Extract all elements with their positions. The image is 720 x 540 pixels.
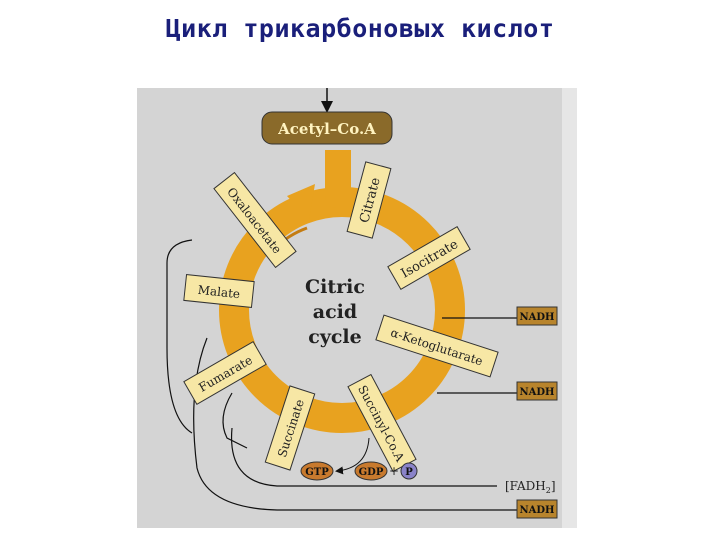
svg-text:GTP: GTP (305, 467, 329, 478)
page-edge (562, 88, 577, 528)
nadh-badge-1: NADH (516, 306, 558, 326)
center-label-line2: acid (313, 301, 357, 323)
nadh-line-3 (193, 337, 517, 511)
acetyl-input-lane (325, 150, 351, 208)
nadh-badge-2: NADH (516, 381, 558, 401)
svg-text:NADH: NADH (519, 387, 554, 398)
malate-label: Malate (197, 283, 241, 301)
gtp-badge: GTP (300, 461, 334, 481)
svg-text:GDP: GDP (359, 467, 384, 478)
svg-text:P: P (405, 467, 413, 478)
center-label-line3: cycle (308, 326, 361, 348)
acetyl-coa-label: Acetyl–Co.A (277, 120, 376, 138)
nadh-badge-3: NADH (516, 499, 558, 519)
center-label-line1: Citric (305, 276, 365, 298)
tca-cycle-diagram: Acetyl–Co.A Citrate Isocitrate α-Ketoglu… (137, 88, 577, 528)
fadh2-label: [FADH2] (505, 479, 556, 495)
tca-cycle-figure: Acetyl–Co.A Citrate Isocitrate α-Ketoglu… (137, 88, 577, 528)
fadh2-line (230, 427, 497, 487)
plus-sign: + (389, 464, 399, 478)
outer-loop-bottom (222, 392, 248, 449)
phosphate-badge: P (400, 462, 418, 480)
svg-text:NADH: NADH (519, 312, 554, 323)
page-background (137, 88, 577, 528)
outer-loop-left (166, 239, 193, 434)
ring-arrowhead (287, 184, 315, 220)
slide-title: Цикл трикарбоновых кислот (165, 14, 555, 43)
malate-box: Malate (183, 273, 255, 309)
gtp-arrow (335, 437, 370, 475)
svg-text:NADH: NADH (519, 505, 554, 516)
gdp-badge: GDP (354, 461, 388, 481)
acetyl-coa-box: Acetyl–Co.A (261, 111, 393, 145)
